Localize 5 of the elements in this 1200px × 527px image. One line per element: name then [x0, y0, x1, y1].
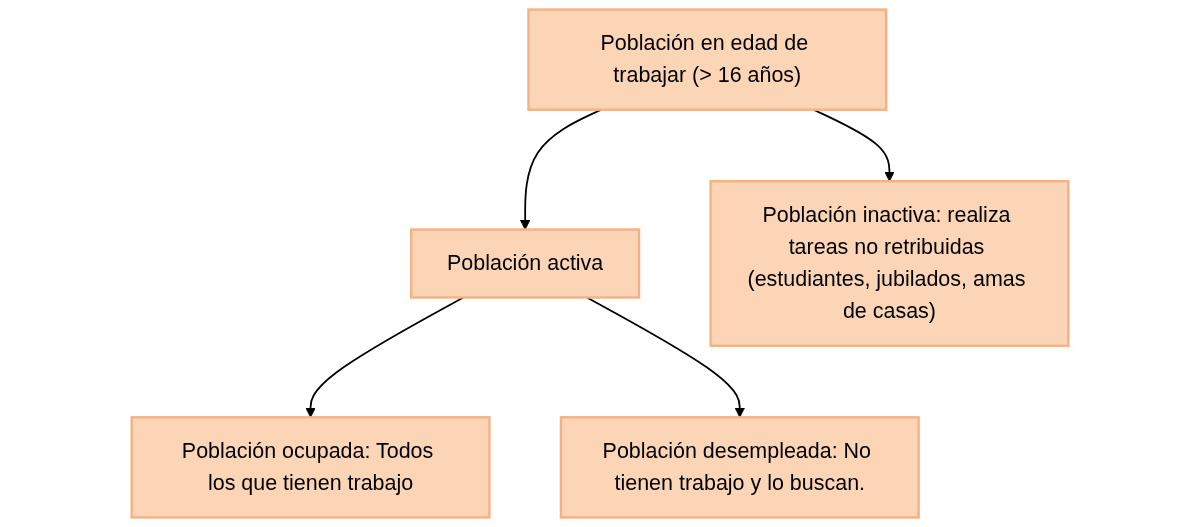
node-box: Población activa: [410, 228, 641, 299]
node-box: Población en edad de trabajar (> 16 años): [527, 8, 888, 111]
node-box: Población desempleada: No tienen trabajo y lo buscan.: [559, 416, 920, 519]
node-box: Población inactiva: realiza tareas no retribuidas (estudiantes, jubilados, amas de casas): [709, 180, 1070, 347]
node-box: Población ocupada: Todos los que tienen trabajo: [130, 416, 491, 519]
